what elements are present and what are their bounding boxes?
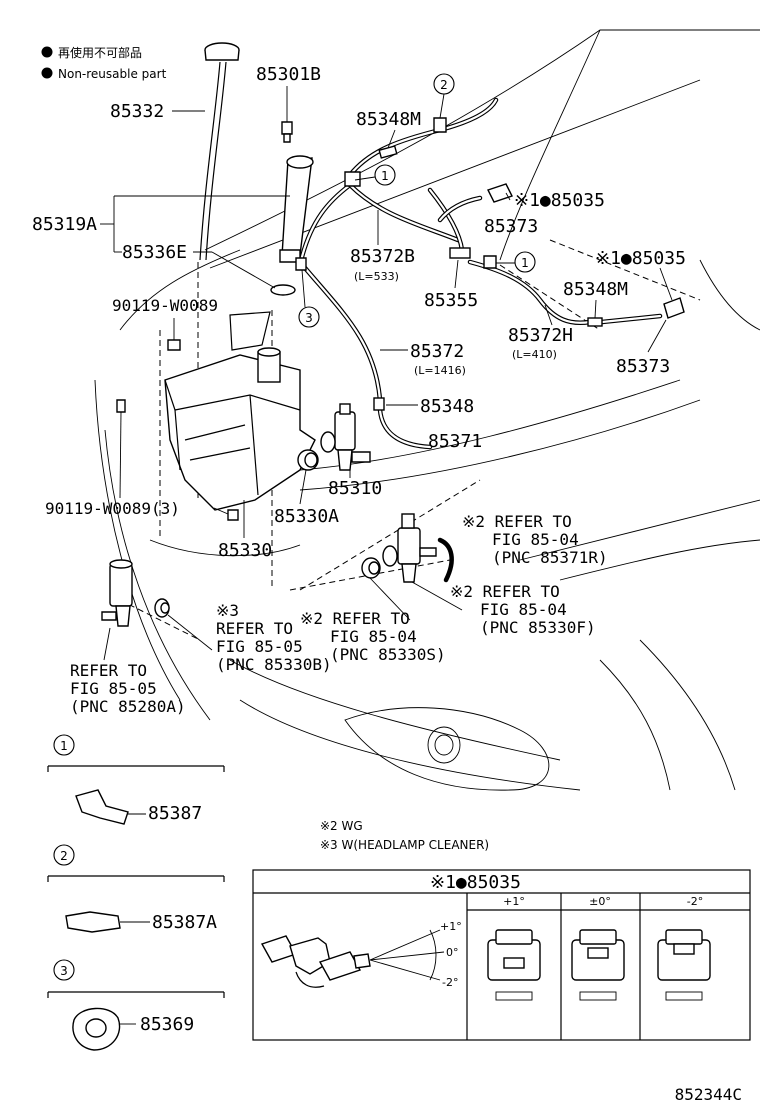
washer-tank-85330 (164, 311, 316, 511)
ref-85330F-line2: FIG 85-04 (480, 600, 567, 619)
figure-id: 852344C (675, 1085, 742, 1104)
angle-minus2: -2° (442, 976, 458, 989)
label-85310: 85310 (328, 478, 382, 499)
label-85330A: 85330A (274, 506, 339, 527)
label-85355: 85355 (424, 290, 478, 311)
hose-85371R (437, 537, 454, 583)
label-85373-a: 85373 (484, 216, 538, 237)
label-85348M-top: 85348M (356, 109, 421, 130)
detail-2-85387A: 2 85387A (47, 844, 225, 933)
nozzle-adjustment-table: ※1●85035 +1° ±0° -2° +1° 0° -2° (252, 869, 751, 1041)
ref-85330S-line1: ※2 REFER TO (300, 609, 410, 628)
washer-hoses (297, 97, 663, 450)
label-85336E: 85336E (122, 242, 187, 263)
label-85332: 85332 (110, 101, 164, 122)
callout-1-b: 1 (514, 251, 536, 273)
label-85301B: 85301B (256, 64, 321, 85)
pump-85330F (382, 513, 437, 583)
label-85372B: 85372B (350, 246, 415, 267)
non-reusable-bullet-icon (41, 67, 53, 79)
label-85369: 85369 (140, 1014, 194, 1035)
label-90119-W0089-bottom: 90119-W0089(3) (45, 499, 180, 518)
angle-zero: 0° (446, 946, 459, 959)
label-85372H-length: (L=410) (512, 348, 557, 361)
grommet-85330A (297, 449, 319, 471)
label-85372H: 85372H (508, 325, 573, 346)
label-85387A: 85387A (152, 912, 217, 933)
svg-text:2: 2 (440, 78, 448, 92)
label-85373-b: 85373 (616, 356, 670, 377)
ref-85280A-line2: FIG 85-05 (70, 679, 157, 698)
svg-text:1: 1 (60, 739, 68, 753)
box-title: ※1●85035 (430, 872, 521, 893)
label-85330: 85330 (218, 540, 272, 561)
ref-85371R-line3: (PNC 85371R) (492, 548, 608, 567)
label-85372: 85372 (410, 341, 464, 362)
label-85319A: 85319A (32, 214, 97, 235)
col-minus2: -2° (687, 895, 703, 908)
ref-85371R-line1: ※2 REFER TO (462, 512, 572, 531)
nozzles (487, 183, 685, 319)
label-85348M-right: 85348M (563, 279, 628, 300)
ref-85280A-line1: REFER TO (70, 661, 147, 680)
filler-cap-85332 (199, 42, 240, 261)
clamps (295, 117, 497, 271)
bolt-85301B (281, 121, 293, 143)
ref-85330B-line0: ※3 (216, 601, 239, 620)
ref-85330F-line1: ※2 REFER TO (450, 582, 560, 601)
bolts-90119-W0089 (116, 339, 239, 521)
vehicle-body-outline (94, 29, 760, 791)
note-headlamp-cleaner: ※3 W(HEADLAMP CLEANER) (320, 838, 489, 852)
label-85372B-length: (L=533) (354, 270, 399, 283)
legend-english: Non-reusable part (58, 67, 167, 81)
gauge-plus1 (487, 929, 541, 1001)
grommet-85330S (361, 557, 381, 579)
angle-plus1: +1° (440, 920, 462, 933)
col-zero: ±0° (589, 895, 611, 908)
label-85348: 85348 (420, 396, 474, 417)
svg-text:2: 2 (60, 849, 68, 863)
ref-85330S-line2: FIG 85-04 (330, 627, 417, 646)
filler-pipe-85319A (270, 155, 314, 296)
dashed-reference-lines (119, 239, 701, 641)
svg-text:1: 1 (521, 256, 529, 270)
svg-text:3: 3 (60, 964, 68, 978)
gauge-minus2 (657, 929, 711, 1001)
label-85371: 85371 (428, 431, 482, 452)
label-90119-W0089-top: 90119-W0089 (112, 296, 218, 315)
ref-85330S-line3: (PNC 85330S) (330, 645, 446, 664)
label-85035-b: ※1●85035 (595, 248, 686, 269)
ref-85330F-line3: (PNC 85330F) (480, 618, 596, 637)
grommet-85330B (154, 598, 170, 618)
col-plus1: +1° (503, 895, 525, 908)
callout-3-a: 3 (298, 306, 320, 328)
label-85372-length: (L=1416) (414, 364, 466, 377)
ref-85371R-line2: FIG 85-04 (492, 530, 579, 549)
ref-85280A-line3: (PNC 85280A) (70, 697, 186, 716)
pump-85280A (101, 559, 133, 627)
pump-85310 (320, 403, 371, 471)
svg-text:3: 3 (305, 311, 313, 325)
gauge-zero (571, 929, 625, 1001)
label-85035-a: ※1●85035 (514, 190, 605, 211)
detail-1-85387: 1 85387 (47, 734, 225, 825)
ref-85330B-line3: (PNC 85330B) (216, 655, 332, 674)
non-reusable-bullet-icon (41, 46, 53, 58)
joints (373, 145, 603, 411)
note-wg: ※2 WG (320, 819, 363, 833)
svg-text:1: 1 (381, 169, 389, 183)
callout-1-a: 1 (374, 164, 396, 186)
legend: 再使用不可部品 Non-reusable part (41, 45, 167, 81)
detail-3-85369: 3 85369 (47, 959, 225, 1051)
ref-85330B-line1: REFER TO (216, 619, 293, 638)
legend-japanese: 再使用不可部品 (58, 45, 142, 60)
callout-2-a: 2 (433, 73, 455, 95)
label-85387: 85387 (148, 803, 202, 824)
ref-85330B-line2: FIG 85-05 (216, 637, 303, 656)
